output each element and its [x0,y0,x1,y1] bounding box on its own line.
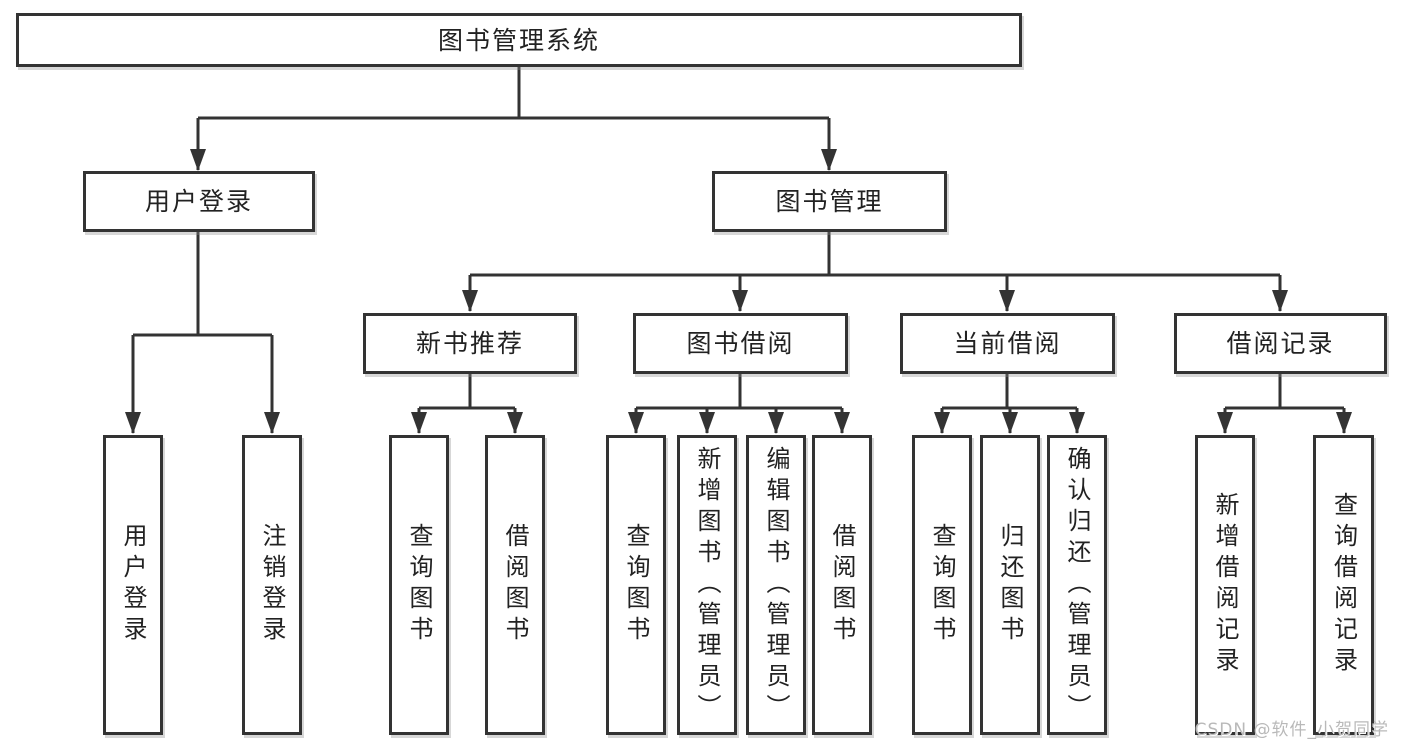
leaf-return-book: 归还图书 [980,435,1040,735]
leaf-label: 查询图书 [622,523,650,647]
leaf-label: 查询借阅记录 [1329,492,1358,678]
node-book-borrow: 图书借阅 [633,313,848,374]
leaf-label: 新增借阅记录 [1211,492,1239,678]
leaf-label: 编辑图书（管理员） [762,445,790,725]
leaf-add-borrow-record: 新增借阅记录 [1195,435,1255,735]
leaf-label: 借阅图书 [501,523,529,647]
leaf-borrow-books-borrow: 借阅图书 [812,435,872,735]
node-root-label: 图书管理系统 [437,25,600,55]
leaf-query-borrow-record: 查询借阅记录 [1313,435,1374,735]
node-root: 图书管理系统 [16,13,1022,67]
node-label: 图书管理 [775,187,884,216]
leaf-label: 注销登录 [258,523,286,647]
leaf-confirm-return-admin: 确认归还（管理员） [1047,435,1107,735]
node-label: 借阅记录 [1226,329,1335,358]
leaf-borrow-books-recommend: 借阅图书 [485,435,545,735]
leaf-edit-book-admin: 编辑图书（管理员） [746,435,806,735]
leaf-label: 归还图书 [996,523,1024,647]
node-user-login: 用户登录 [83,171,315,232]
node-borrow-records: 借阅记录 [1174,313,1387,374]
leaf-logout: 注销登录 [242,435,302,735]
leaf-query-books-recommend: 查询图书 [389,435,449,735]
node-label: 图书借阅 [686,329,795,358]
leaf-user-login: 用户登录 [103,435,163,735]
leaf-query-books-current: 查询图书 [912,435,972,735]
node-label: 新书推荐 [415,329,524,358]
node-label: 用户登录 [144,187,253,216]
watermark-text: CSDN @软件_小贺同学 [1194,720,1389,740]
node-label: 当前借阅 [953,329,1062,358]
leaf-label: 查询图书 [928,523,956,647]
leaf-label: 用户登录 [119,523,147,647]
node-current-borrow: 当前借阅 [900,313,1115,374]
leaf-query-books-borrow: 查询图书 [606,435,666,735]
node-book-management: 图书管理 [712,171,947,232]
leaf-label: 新增图书（管理员） [693,445,721,725]
leaf-label: 确认归还（管理员） [1063,445,1091,725]
node-new-book-recommend: 新书推荐 [363,313,577,374]
leaf-label: 查询图书 [405,523,433,647]
leaf-label: 借阅图书 [828,523,856,647]
leaf-add-book-admin: 新增图书（管理员） [677,435,737,735]
